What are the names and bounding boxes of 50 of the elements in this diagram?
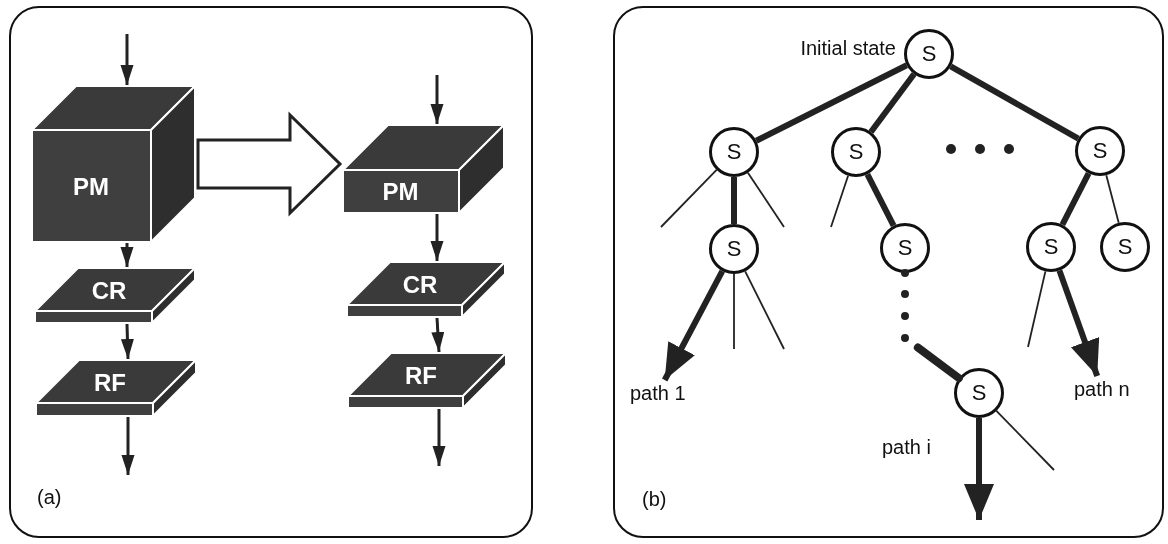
connector-line <box>1059 171 1092 227</box>
state-circle: S <box>709 224 759 274</box>
connector-line <box>660 169 718 228</box>
panel <box>9 6 533 538</box>
connector-line <box>830 174 849 228</box>
connector-line <box>864 172 897 228</box>
arrow <box>430 75 444 124</box>
path-label: path n <box>1074 378 1130 400</box>
arrow <box>121 417 135 475</box>
connector-line <box>1105 174 1120 224</box>
panel-label: (b) <box>642 488 667 510</box>
block-label: RF <box>405 364 437 388</box>
connector-line <box>733 273 735 350</box>
block-arrow <box>196 111 343 217</box>
node-caption: Initial state <box>800 37 896 59</box>
state-circle: S <box>904 29 954 79</box>
state-circle: S <box>709 127 759 177</box>
dotted-line <box>901 269 963 383</box>
arrow <box>430 214 444 261</box>
block-label: CR <box>402 273 438 297</box>
state-circle: S <box>1100 222 1150 272</box>
connector-line <box>754 62 909 144</box>
block-label: RF <box>94 371 126 395</box>
panel-label: (a) <box>37 486 62 508</box>
state-circle: S <box>954 368 1004 418</box>
connector-line <box>949 63 1080 142</box>
arrow <box>1056 269 1101 377</box>
arrow <box>120 34 134 85</box>
state-circle: S <box>880 223 930 273</box>
connector-line <box>744 270 785 350</box>
connector-line <box>747 171 785 228</box>
block-label: PM <box>382 180 419 204</box>
arrow <box>432 409 446 466</box>
arrow <box>120 323 134 360</box>
path-label: path 1 <box>630 382 686 404</box>
connector-line <box>995 410 1055 471</box>
connector-line <box>731 177 737 224</box>
connector-line <box>1027 270 1047 348</box>
panel <box>613 6 1164 538</box>
block-label: PM <box>73 174 109 199</box>
arrow <box>964 418 994 520</box>
arrow <box>431 317 445 353</box>
block-label: CR <box>91 279 127 303</box>
state-circle: S <box>1026 222 1076 272</box>
arrow <box>662 269 725 382</box>
state-circle: S <box>831 127 881 177</box>
path-label: path i <box>882 436 931 458</box>
state-circle: S <box>1075 126 1125 176</box>
arrow <box>120 243 134 267</box>
connector-line <box>868 72 917 134</box>
